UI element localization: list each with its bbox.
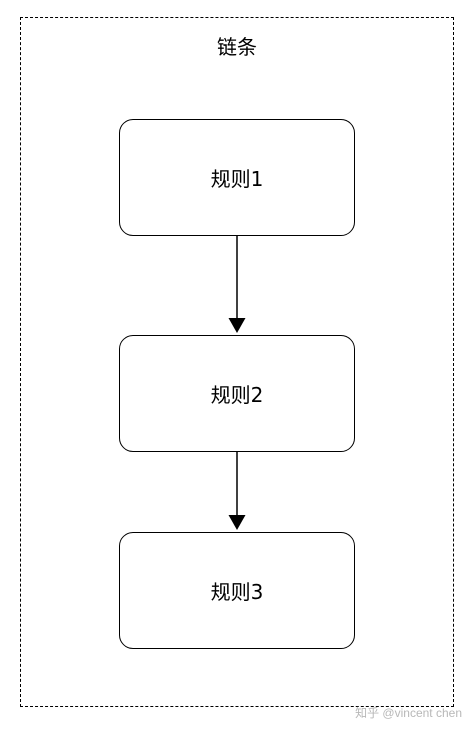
rule-label-3: 规则3 — [210, 580, 264, 604]
rule-box-1[interactable]: 规则1 — [119, 119, 355, 236]
rule-box-2[interactable]: 规则2 — [119, 335, 355, 452]
rule-box-3[interactable]: 规则3 — [119, 532, 355, 649]
rule-label-1: 规则1 — [210, 167, 264, 191]
chain-container — [20, 17, 454, 707]
watermark: 知乎 @vincent chen — [355, 706, 462, 720]
rule-label-2: 规则2 — [210, 383, 264, 407]
chain-title: 链条 — [217, 35, 257, 59]
